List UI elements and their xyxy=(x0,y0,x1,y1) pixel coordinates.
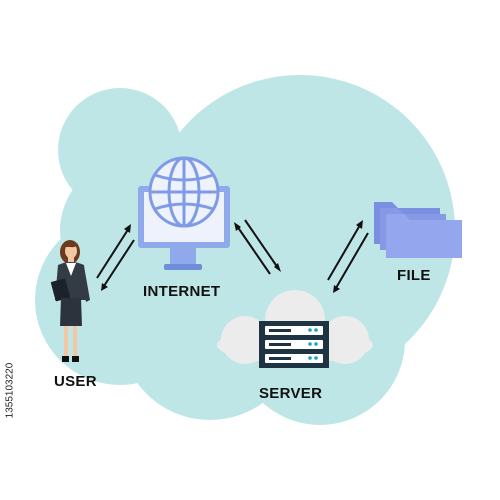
server-label: SERVER xyxy=(259,385,323,402)
folder-icon xyxy=(374,202,462,258)
internet-label: INTERNET xyxy=(143,283,221,300)
user-label: USER xyxy=(54,373,97,390)
side-id-text: 1355103220 xyxy=(4,362,16,419)
bidirectional-arrow-icon xyxy=(327,220,369,293)
person-icon xyxy=(50,240,90,362)
server-cloud-icon xyxy=(217,290,373,368)
file-label: FILE xyxy=(397,267,431,284)
bidirectional-arrow-icon xyxy=(234,219,281,275)
globe-monitor-icon xyxy=(138,156,230,270)
bidirectional-arrow-icon xyxy=(96,224,135,291)
